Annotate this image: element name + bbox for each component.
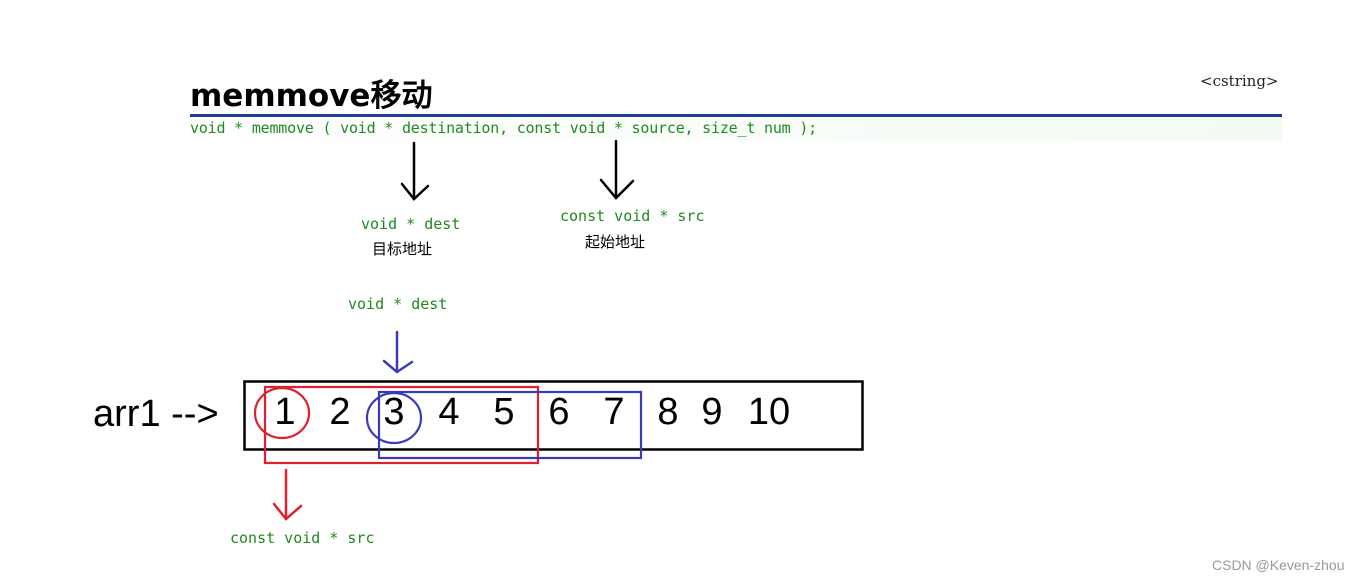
array-element: 7 (603, 391, 625, 433)
array-element: 5 (493, 391, 515, 433)
page-title: memmove移动 (190, 78, 433, 114)
dest-param-label: void * dest (361, 215, 461, 233)
dest-param-note: 目标地址 (372, 240, 433, 258)
function-signature: void * memmove ( void * destination, con… (190, 119, 817, 137)
header-tag: <cstring> (1200, 72, 1279, 90)
src-param-label: const void * src (560, 207, 705, 225)
dest-range-box (377, 390, 643, 460)
array-element: 8 (657, 391, 679, 433)
array-element: 2 (329, 391, 351, 433)
dest-start-circle (365, 391, 423, 445)
array-box (243, 380, 864, 451)
array-element: 4 (438, 391, 460, 433)
dest-arrow (400, 141, 430, 201)
src-param-note: 起始地址 (585, 233, 646, 251)
array-element: 6 (548, 391, 570, 433)
array-element: 9 (701, 391, 723, 433)
signature-background (190, 117, 1282, 141)
array-element: 3 (383, 391, 405, 433)
src-pointer-arrow (272, 468, 303, 521)
src-range-box (263, 385, 540, 465)
array-name-label: arr1 --> (93, 393, 219, 435)
src-pointer-label: const void * src (230, 529, 375, 547)
array-element: 10 (747, 391, 791, 433)
array-element: 1 (274, 391, 296, 433)
src-start-circle (253, 386, 311, 440)
title-divider (190, 114, 1282, 117)
watermark: CSDN @Keven-zhou (1212, 557, 1345, 573)
src-arrow (599, 139, 635, 200)
dest-pointer-label: void * dest (348, 295, 448, 313)
dest-pointer-arrow (382, 330, 414, 374)
